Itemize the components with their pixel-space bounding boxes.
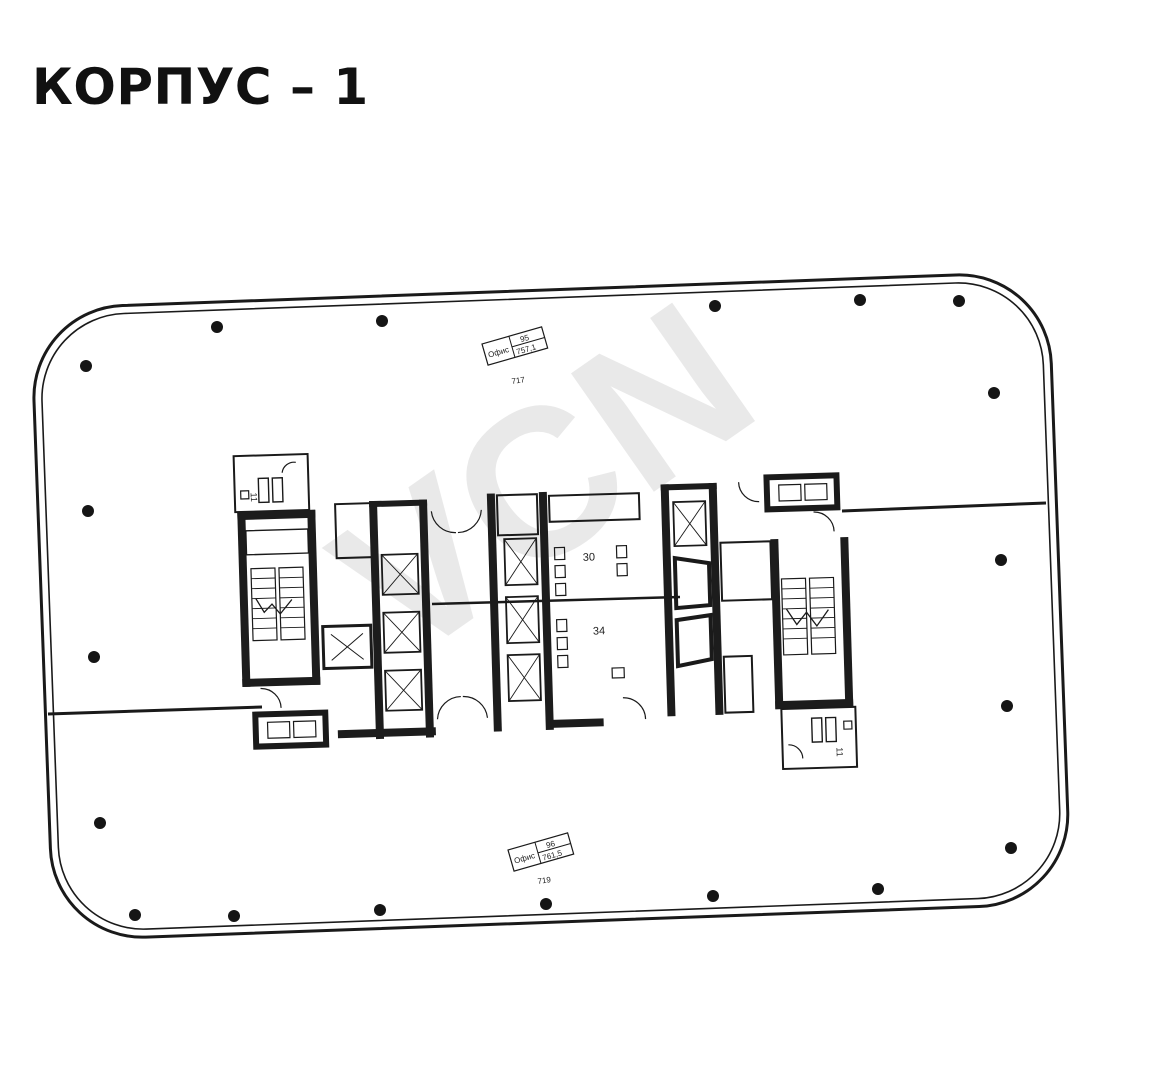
room-a-label: 30 (583, 552, 596, 564)
page-title: КОРПУС – 1 (32, 58, 369, 116)
column (94, 817, 106, 829)
column (540, 898, 552, 910)
column (709, 300, 721, 312)
wc-left-label: 11 (249, 492, 259, 502)
column (854, 294, 866, 306)
unit-number: 96 (545, 839, 557, 850)
column (872, 883, 884, 895)
unit-divider-left (47, 705, 263, 716)
column (1005, 842, 1017, 854)
unit-divider-right (841, 501, 1047, 513)
column (953, 295, 965, 307)
wc-right-label: 11 (835, 747, 845, 757)
core-divider (431, 595, 681, 606)
column (995, 554, 1007, 566)
column (376, 315, 388, 327)
building-core: 11 11 30 34 (232, 452, 859, 771)
column (374, 904, 386, 916)
column (1001, 700, 1013, 712)
unit-tag: Офис 96 761,5 (507, 832, 575, 872)
column (80, 360, 92, 372)
column (129, 909, 141, 921)
column (228, 910, 240, 922)
columns (80, 294, 1017, 922)
column (82, 505, 94, 517)
column (988, 387, 1000, 399)
column (88, 651, 100, 663)
building-outline (32, 273, 1070, 939)
unit-number: 95 (519, 333, 531, 344)
column (707, 890, 719, 902)
unit-tag: Офис 95 757,1 (481, 326, 549, 366)
column (211, 321, 223, 333)
unit-ref: 717 (511, 375, 526, 386)
unit-ref: 719 (537, 875, 552, 886)
room-b-label: 34 (593, 625, 606, 637)
